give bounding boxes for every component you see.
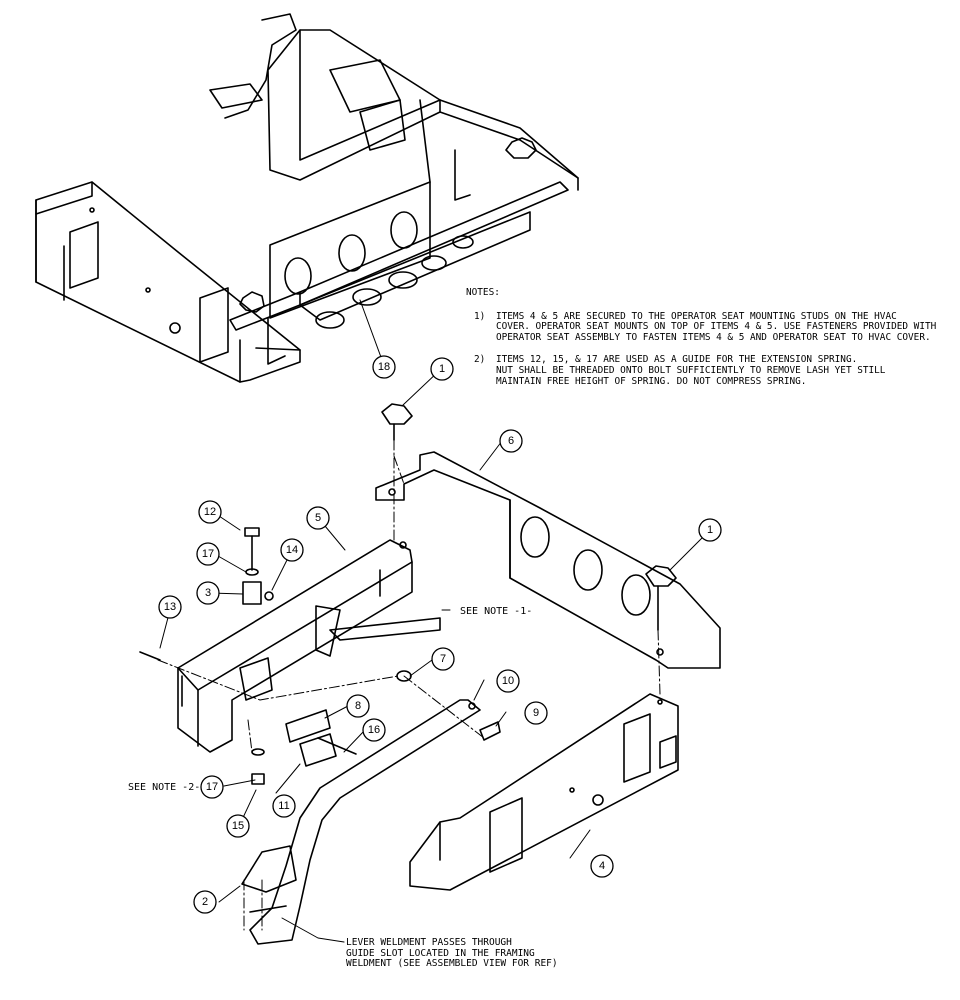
svg-text:15: 15 (232, 820, 244, 832)
balloon-8: 8 (346, 694, 370, 718)
balloon-15: 15 (226, 814, 250, 838)
svg-text:9: 9 (533, 707, 539, 719)
svg-text:1: 1 (439, 363, 445, 375)
note-index: 2) (474, 354, 486, 366)
svg-text:2: 2 (202, 896, 208, 908)
note-text: ITEMS 4 & 5 ARE SECURED TO THE OPERATOR … (496, 310, 937, 343)
lever-weldment (241, 699, 481, 945)
svg-text:17: 17 (202, 548, 214, 560)
balloon-11: 11 (272, 794, 296, 818)
part-5-mount (177, 539, 441, 753)
svg-text:7: 7 (440, 653, 446, 665)
notes-block: NOTES: 1) ITEMS 4 & 5 ARE SECURED TO THE… (466, 287, 956, 399)
balloon-12: 12 (198, 500, 222, 524)
see-note-1-label: SEE NOTE -1- (460, 606, 532, 617)
balloon-17-top: 17 (196, 542, 220, 566)
note-index: 1) (474, 310, 486, 322)
balloon-1-right: 1 (698, 518, 722, 542)
svg-text:5: 5 (315, 512, 321, 524)
part-balloons: 18 1 6 12 5 17 14 3 13 1 7 10 8 16 9 17 … (158, 355, 722, 914)
svg-text:11: 11 (278, 800, 289, 812)
balloon-2: 2 (193, 890, 217, 914)
svg-text:13: 13 (164, 601, 176, 613)
balloon-9: 9 (524, 701, 548, 725)
balloon-13: 13 (158, 595, 182, 619)
balloon-6: 6 (499, 429, 523, 453)
note-text: ITEMS 12, 15, & 17 ARE USED AS A GUIDE F… (496, 354, 886, 387)
assembled-view (35, 13, 579, 383)
balloon-3: 3 (196, 581, 220, 605)
part-6-bracket (375, 451, 721, 669)
svg-text:6: 6 (508, 435, 514, 447)
svg-text:8: 8 (355, 700, 361, 712)
lever-weldment-note: LEVER WELDMENT PASSES THROUGH GUIDE SLOT… (346, 937, 558, 969)
assembly-lines (157, 439, 661, 931)
balloon-5: 5 (306, 506, 330, 530)
svg-text:12: 12 (204, 506, 216, 518)
balloon-14: 14 (280, 538, 304, 562)
balloon-10: 10 (496, 669, 520, 693)
balloon-7: 7 (431, 647, 455, 671)
svg-text:4: 4 (599, 860, 605, 872)
svg-text:1: 1 (707, 524, 713, 536)
balloon-1-top: 1 (430, 357, 454, 381)
note-item-2: 2) ITEMS 12, 15, & 17 ARE USED AS A GUID… (466, 355, 956, 387)
svg-text:16: 16 (368, 724, 380, 736)
balloon-18: 18 (372, 355, 396, 379)
part-4-rail (409, 693, 679, 891)
balloon-17-bottom: 17 (200, 775, 224, 799)
note-item-1: 1) ITEMS 4 & 5 ARE SECURED TO THE OPERAT… (466, 310, 956, 344)
balloon-16: 16 (362, 718, 386, 742)
svg-text:10: 10 (502, 675, 514, 687)
svg-text:18: 18 (378, 361, 390, 373)
svg-text:14: 14 (286, 544, 298, 556)
see-note-2-label: SEE NOTE -2- (128, 782, 200, 793)
balloon-4: 4 (590, 854, 614, 878)
svg-text:3: 3 (205, 587, 211, 599)
svg-text:17: 17 (206, 781, 218, 793)
hardware (139, 403, 677, 785)
notes-heading: NOTES: (466, 287, 500, 298)
